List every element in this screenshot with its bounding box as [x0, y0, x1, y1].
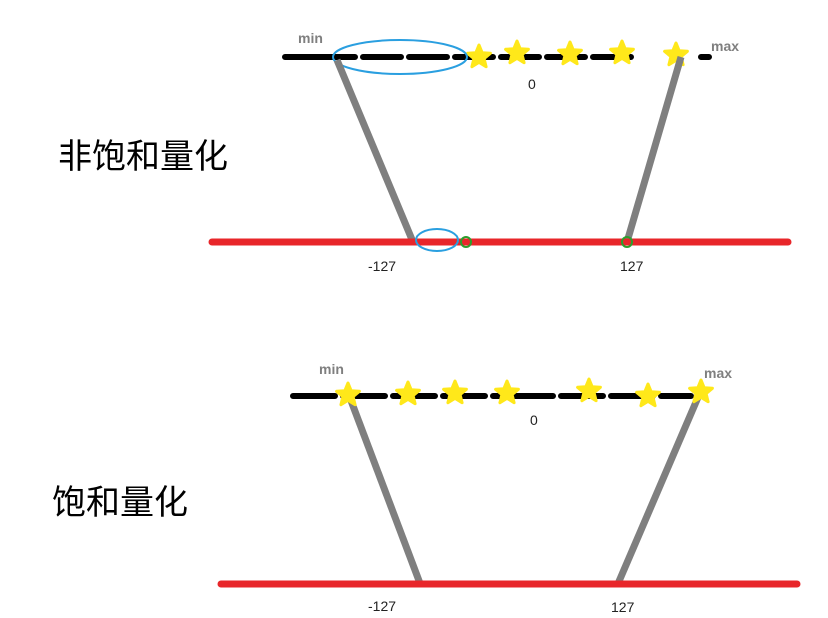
float-value-star [466, 43, 492, 69]
pos-127-label-top: 127 [620, 258, 644, 274]
float-value-star [395, 380, 421, 406]
min-label-top: min [298, 30, 323, 46]
unused-int-range-highlight [415, 228, 459, 252]
max-label-top: max [711, 38, 739, 54]
saturated-panel: 饱和量化 min max 0 -127 127 [52, 361, 801, 615]
mapping-line-max [623, 56, 685, 243]
non-saturated-panel: 非饱和量化 min max 0 -127 127 [58, 30, 792, 274]
zero-label-top: 0 [528, 76, 536, 92]
float-value-star [335, 381, 361, 407]
float-value-star [442, 379, 468, 405]
non-saturated-heading: 非饱和量化 [58, 137, 228, 177]
saturated-heading: 饱和量化 [52, 483, 188, 523]
float-value-star [557, 40, 583, 66]
float-value-star [635, 382, 661, 408]
float-value-star [688, 378, 714, 404]
unused-int-marker [460, 236, 472, 248]
float-value-star [663, 41, 689, 67]
min-label-bottom: min [319, 361, 344, 377]
zero-label-bottom: 0 [530, 412, 538, 428]
unused-range-highlight-top [332, 39, 468, 75]
mapping-line-min [333, 58, 417, 244]
mapping-line-max [613, 393, 703, 588]
max-label-bottom: max [704, 365, 732, 381]
neg-127-label-top: -127 [368, 258, 396, 274]
pos-127-label-bottom: 127 [611, 599, 635, 615]
float-value-star [494, 379, 520, 405]
neg-127-label-bottom: -127 [368, 598, 396, 614]
max-int-marker [621, 236, 633, 248]
mapping-line-min [346, 396, 425, 588]
